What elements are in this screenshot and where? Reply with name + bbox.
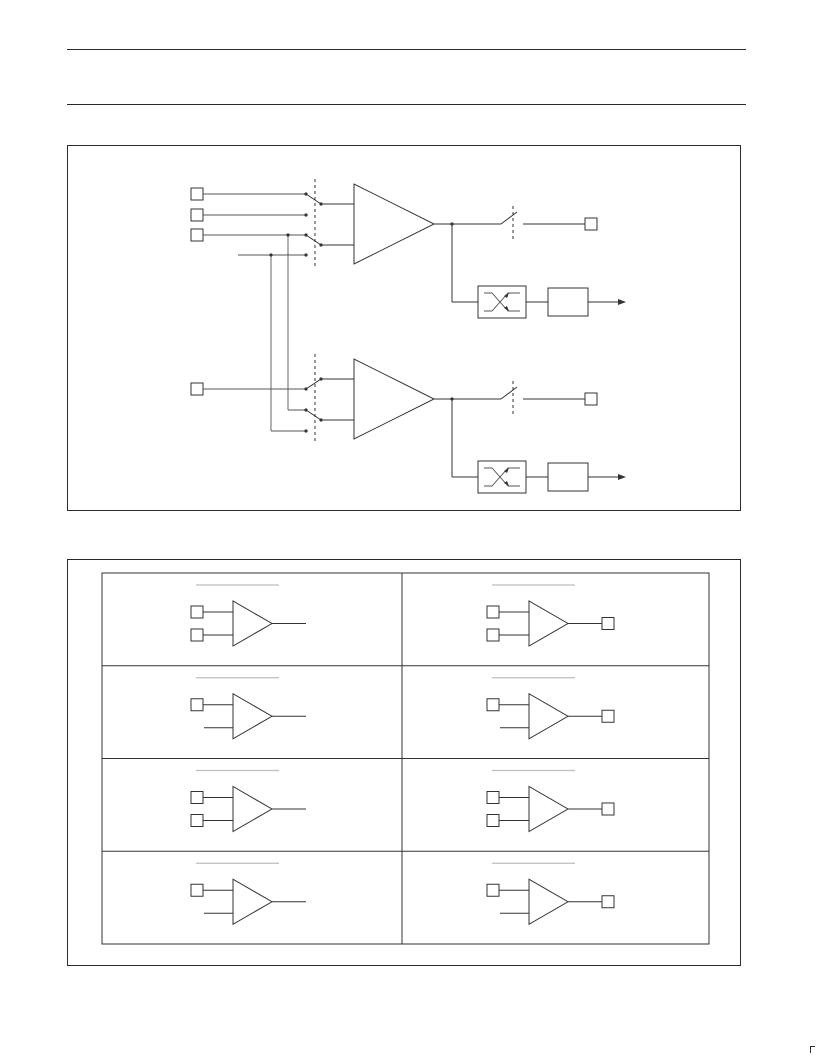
header-bottom-rule: [67, 104, 746, 105]
mode-amplifier: [232, 692, 274, 740]
arrow-icon: [618, 474, 626, 480]
crossover-block-a: [477, 285, 527, 319]
mode-input-terminal[interactable]: [486, 698, 500, 712]
mode-amplifier: [528, 785, 570, 833]
mode-7: [190, 862, 306, 926]
mode-input-terminal[interactable]: [486, 814, 500, 827]
mode-input-terminal[interactable]: [190, 814, 204, 827]
block-diagram: [190, 179, 626, 494]
mode-output-terminal[interactable]: [601, 802, 615, 816]
crossover-block-b: [477, 460, 527, 494]
block-diagram-panel: [67, 145, 741, 511]
mode-amplifier: [232, 878, 274, 926]
mode-amplifier: [528, 692, 570, 740]
mode-output-terminal[interactable]: [601, 617, 615, 630]
mode-3: [190, 677, 306, 740]
mode-input-terminal[interactable]: [190, 883, 204, 897]
switch-blade-3: [305, 378, 322, 390]
mode-input-terminal[interactable]: [190, 605, 204, 619]
channel-b: [190, 354, 626, 494]
output-terminal-b[interactable]: [584, 392, 598, 406]
switch-blade-4: [305, 409, 322, 421]
output-switch-a: [500, 211, 518, 225]
mode-6: [486, 769, 615, 833]
mode-input-terminal[interactable]: [486, 791, 500, 804]
output-terminal-a[interactable]: [584, 217, 598, 231]
output-switch-b: [500, 386, 518, 400]
page-corner-mark: [810, 1046, 815, 1053]
mode-5: [190, 769, 306, 833]
output-block-a: [547, 287, 589, 317]
mode-grid-panel: [67, 559, 741, 966]
mode-input-terminal[interactable]: [190, 628, 204, 642]
mode-amplifier: [232, 600, 274, 647]
amplifier-a: [353, 183, 436, 265]
mode-output-terminal[interactable]: [601, 709, 615, 723]
mode-amplifier: [528, 600, 570, 647]
mode-8: [486, 862, 615, 926]
cross-connections: [269, 233, 306, 432]
output-block-b: [547, 462, 589, 492]
mode-input-terminal[interactable]: [190, 791, 204, 804]
switch-blade-1: [305, 193, 322, 205]
mode-4: [486, 677, 615, 740]
mode-input-terminal[interactable]: [190, 698, 204, 712]
channel-a: [190, 179, 626, 319]
mode-input-terminal[interactable]: [486, 605, 500, 619]
mode-2: [486, 584, 615, 647]
switch-blade-2: [305, 234, 322, 246]
arrow-icon: [618, 299, 626, 305]
mode-1: [190, 584, 306, 647]
mode-grid: [101, 572, 710, 945]
mode-amplifier: [232, 785, 274, 833]
input-terminal-4[interactable]: [190, 382, 204, 396]
input-terminal-1[interactable]: [190, 187, 204, 201]
input-terminal-2[interactable]: [190, 208, 204, 222]
header-top-rule: [67, 49, 746, 50]
mode-output-terminal[interactable]: [601, 895, 615, 909]
mode-amplifier: [528, 878, 570, 926]
mode-input-terminal[interactable]: [486, 883, 500, 897]
input-terminal-3[interactable]: [190, 228, 204, 242]
mode-input-terminal[interactable]: [486, 628, 500, 642]
amplifier-b: [353, 358, 436, 440]
